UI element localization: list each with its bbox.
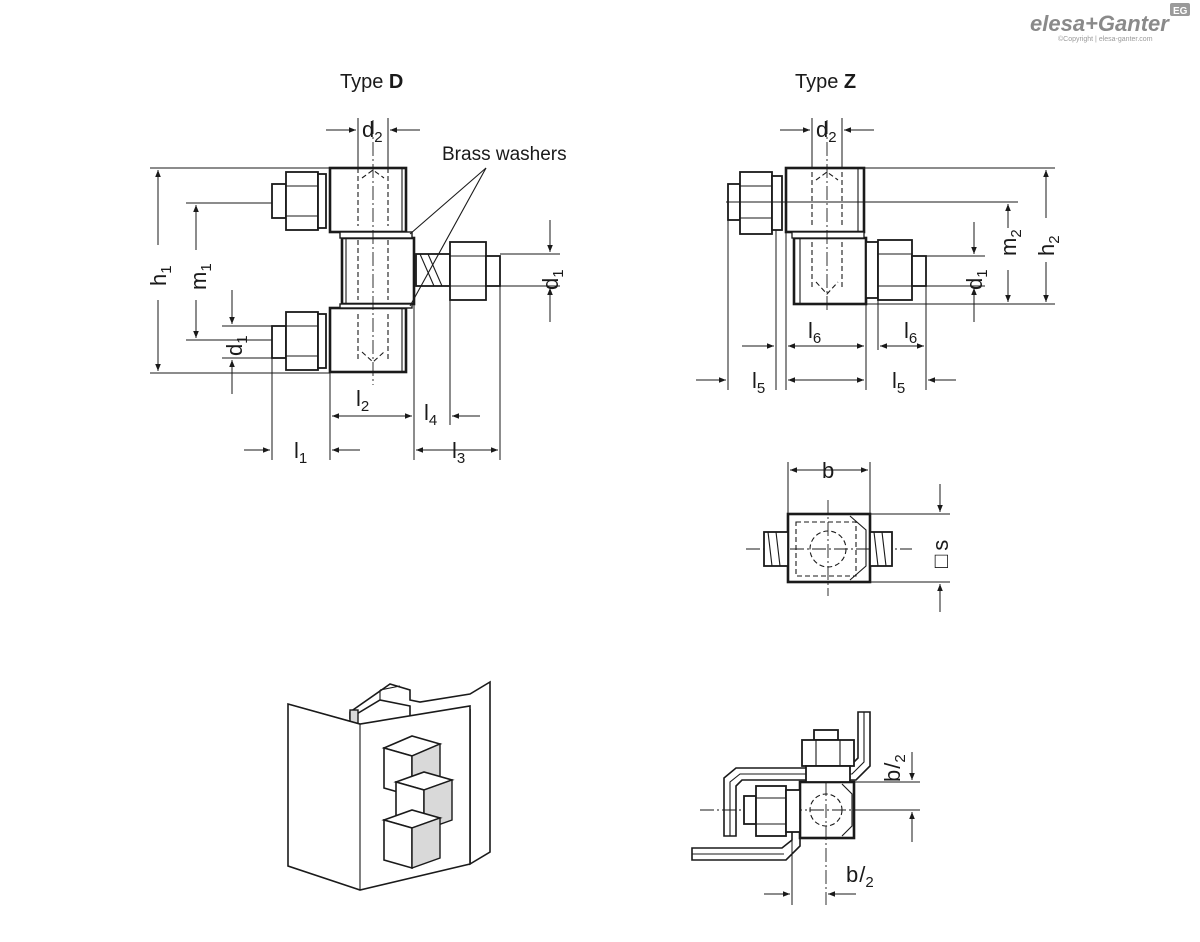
mount-dim-b-half-bottom: b/2	[846, 862, 874, 891]
dim-l6-left: l6	[808, 318, 821, 347]
brass-washer-bottom	[339, 303, 413, 309]
brass-washers-label: Brass washers	[442, 144, 567, 165]
type-d-middle-leaf	[340, 236, 416, 306]
section-dim-s: □s	[928, 540, 953, 568]
type-z-title: Type Z	[795, 71, 856, 93]
dim-m2: m2	[996, 229, 1025, 256]
dim-d1-right: d1	[538, 269, 567, 290]
dim-l5-left: l5	[752, 368, 765, 397]
dim-l6-right: l6	[904, 318, 917, 347]
type-z-washer	[791, 231, 865, 239]
type-d-bottom-leaf	[328, 306, 408, 374]
brand-logo: elesa+Ganter EG ©Copyright | elesa-gante…	[1030, 3, 1190, 43]
dim-m1: m1	[186, 263, 215, 290]
dim-l3: l3	[452, 438, 465, 467]
isometric-view	[287, 680, 491, 891]
brand-badge-box	[1170, 3, 1190, 16]
mounting-view: b/2 b/2	[691, 711, 920, 905]
mount-bolt-vertical	[801, 729, 855, 783]
type-d-drawing: Type D	[146, 71, 567, 467]
dim-d1-left: d1	[222, 335, 251, 356]
section-dim-b: b	[822, 458, 834, 483]
dim-l1: l1	[294, 438, 307, 467]
mount-dim-b-half-top: b/2	[880, 754, 909, 782]
brand-copyright: ©Copyright | elesa-ganter.com	[1058, 35, 1153, 43]
section-body	[786, 512, 872, 584]
type-d-bolt-right	[415, 241, 501, 301]
type-d-title: Type D	[340, 71, 403, 93]
iso-hinge-bottom	[381, 809, 443, 870]
type-z-bottom-leaf	[792, 236, 868, 306]
type-z-drawing: Type Z d2	[696, 71, 1063, 397]
dim-l2: l2	[356, 386, 369, 415]
dim-d2-type-d: d2	[362, 117, 383, 146]
iso-back-profile	[349, 680, 491, 866]
type-z-bolt-top	[727, 171, 783, 235]
brass-washer-top	[339, 231, 413, 239]
dim-d2-type-z: d2	[816, 117, 837, 146]
type-d-top-leaf	[328, 166, 408, 234]
type-d-bolt-bottom	[271, 311, 327, 371]
mount-bolt-horizontal	[743, 785, 801, 837]
dim-l5-right: l5	[892, 368, 905, 397]
type-z-top-leaf	[784, 166, 866, 234]
section-view: b □s	[746, 458, 953, 612]
dim-h1: h1	[146, 265, 175, 286]
dim-h2: h2	[1034, 235, 1063, 256]
dim-d1-type-z: d1	[962, 269, 991, 290]
brand-badge: EG	[1173, 6, 1188, 17]
type-z-bolt-bottom	[865, 239, 927, 301]
dim-l4: l4	[424, 400, 437, 429]
brand-logo-text: elesa+Ganter	[1030, 11, 1170, 36]
type-d-bolt-top	[271, 171, 327, 231]
